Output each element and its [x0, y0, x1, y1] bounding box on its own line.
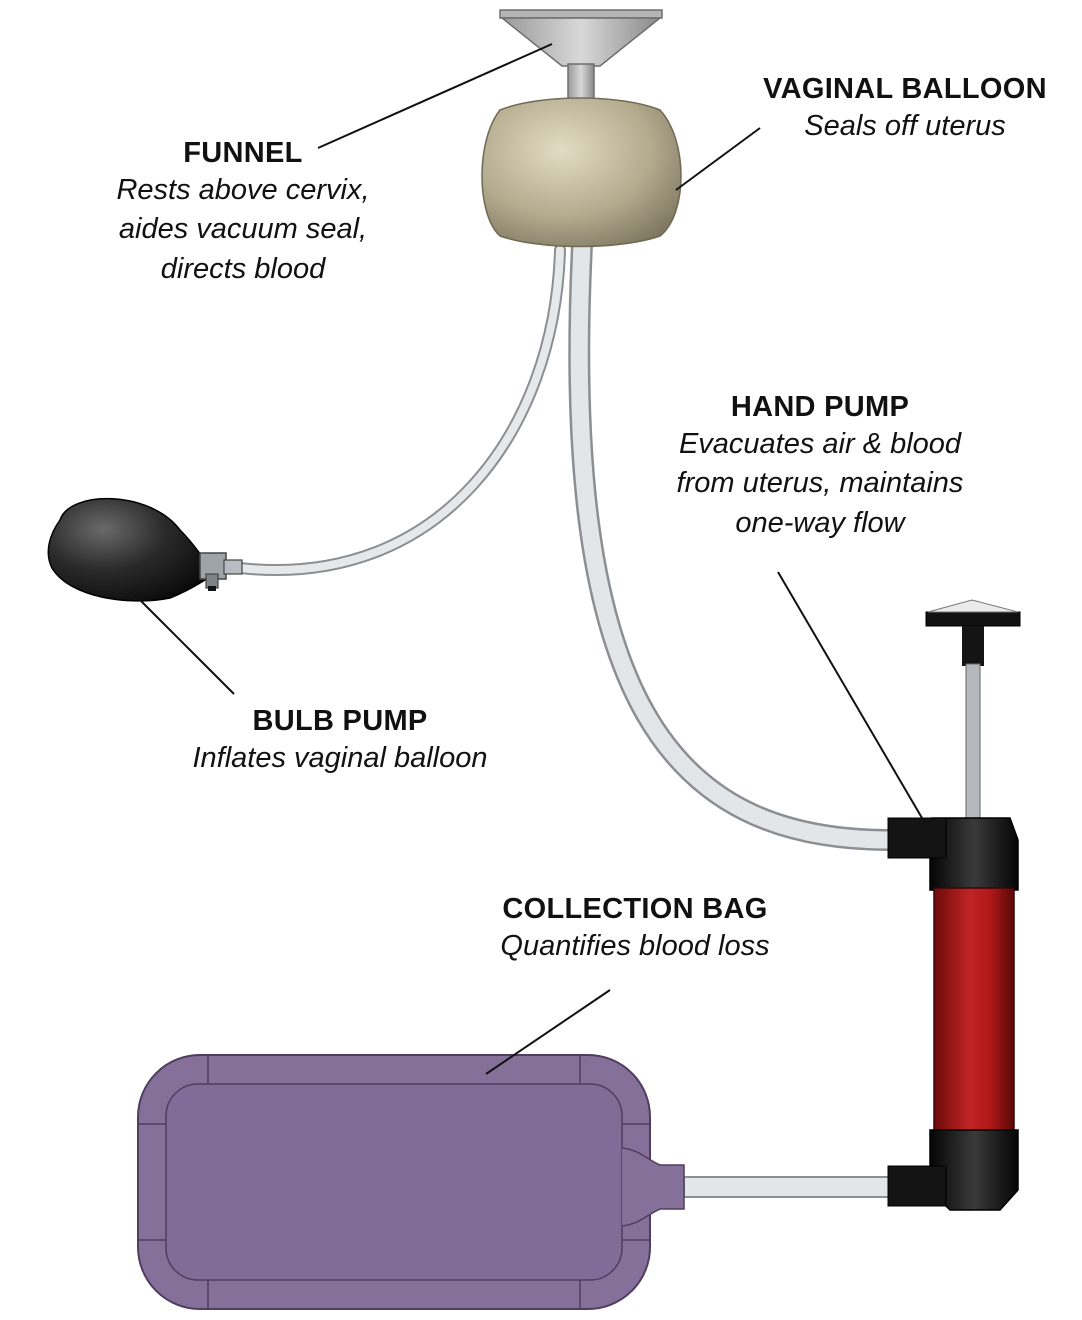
- funnel-leader: [317, 43, 553, 149]
- bulb-pump-title: BULB PUMP: [252, 705, 428, 737]
- vaginal-balloon-leader: [675, 127, 761, 191]
- bulb-pump-label: BULB PUMP Inflates vaginal balloon: [150, 704, 530, 778]
- hand-pump-title: HAND PUMP: [730, 391, 910, 423]
- vaginal-balloon-label: VAGINAL BALLOON Seals off uterus: [730, 72, 1080, 146]
- collection-bag-title: COLLECTION BAG: [502, 893, 768, 925]
- leader-lines: [131, 43, 923, 1075]
- funnel-title: FUNNEL: [183, 137, 303, 169]
- collection-bag-leader: [485, 989, 611, 1075]
- bulb-pump-leader: [131, 591, 235, 695]
- hand-pump-description: Evacuates air & blood from uterus, maint…: [676, 427, 964, 539]
- funnel-label: FUNNEL Rests above cervix, aides vacuum …: [88, 136, 398, 289]
- vaginal-balloon-description: Seals off uterus: [804, 109, 1006, 142]
- hand-pump: [887, 599, 1021, 1211]
- collection-bag-label: COLLECTION BAG Quantifies blood loss: [460, 892, 810, 966]
- hand-pump-label: HAND PUMP Evacuates air & blood from ute…: [640, 390, 1000, 543]
- hand-pump-leader: [777, 571, 923, 819]
- bag-tube: [683, 1176, 893, 1198]
- bulb-pump-description: Inflates vaginal balloon: [192, 741, 488, 774]
- main-tube: [568, 234, 901, 851]
- bulb-pump: [47, 497, 243, 602]
- bulb-tube: [234, 244, 566, 576]
- vaginal-balloon: [481, 97, 682, 248]
- funnel-description: Rests above cervix, aides vacuum seal, d…: [116, 173, 370, 285]
- collection-bag: [137, 1054, 685, 1310]
- vaginal-balloon-title: VAGINAL BALLOON: [763, 73, 1047, 105]
- collection-bag-description: Quantifies blood loss: [500, 929, 770, 962]
